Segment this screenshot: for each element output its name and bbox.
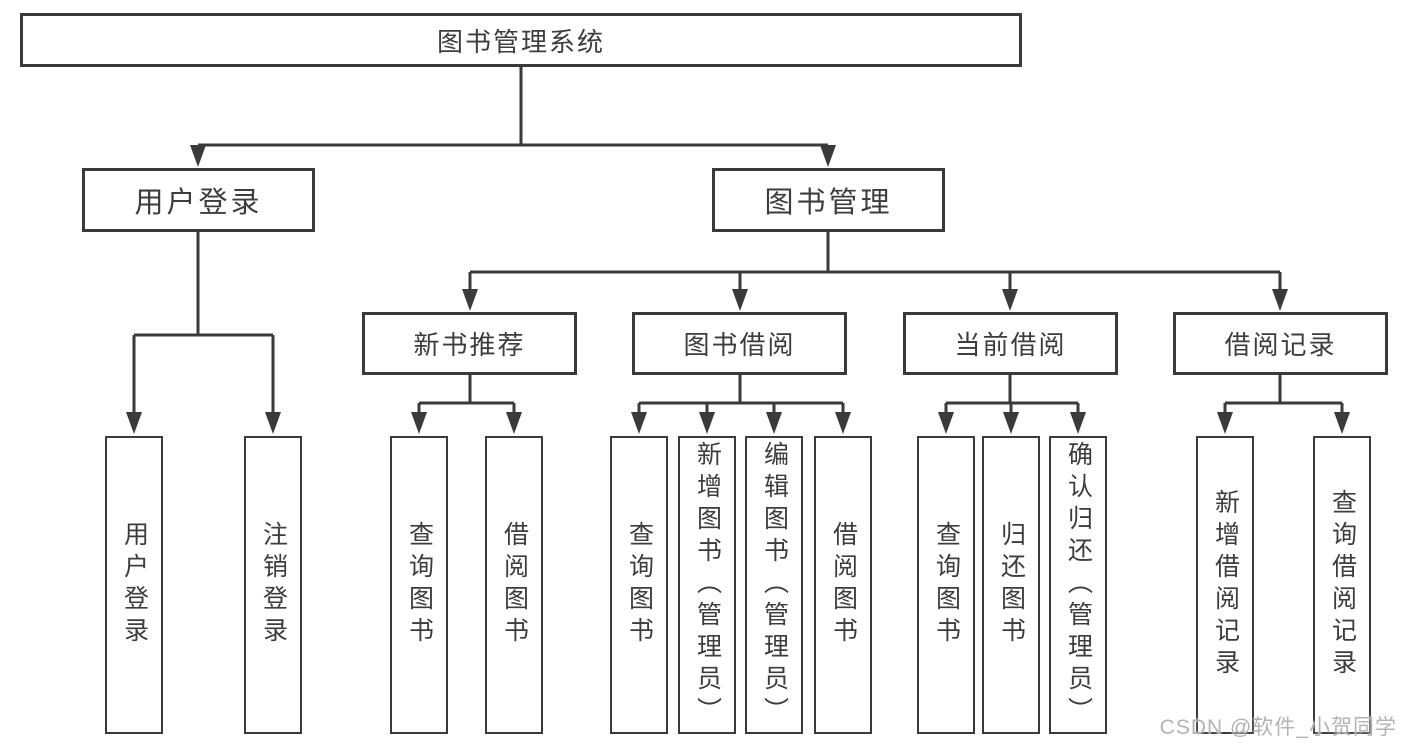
node-borrow-records: 借阅记录 <box>1173 312 1388 375</box>
leaf-borrow-borrow-books: 借阅图书 <box>814 436 872 734</box>
leaf-borrow-query-books: 查询图书 <box>610 436 668 734</box>
leaf-borrow-edit-books-admin: 编辑图书（管理员） <box>745 436 803 734</box>
node-book-borrow: 图书借阅 <box>632 312 847 375</box>
node-current-borrow: 当前借阅 <box>903 312 1118 375</box>
leaf-current-return-books: 归还图书 <box>982 436 1040 734</box>
leaf-logout-login: 注销登录 <box>244 436 302 734</box>
watermark: CSDN @软件_小贺同学 <box>1159 716 1397 739</box>
leaf-recommend-query-books: 查询图书 <box>390 436 448 734</box>
leaf-current-query-books: 查询图书 <box>917 436 975 734</box>
node-new-book-recommend: 新书推荐 <box>362 312 577 375</box>
leaf-user-login: 用户登录 <box>105 436 163 734</box>
leaf-records-query-record: 查询借阅记录 <box>1313 436 1371 734</box>
leaf-recommend-borrow-books: 借阅图书 <box>485 436 543 734</box>
leaf-borrow-add-books-admin: 新增图书（管理员） <box>678 436 736 734</box>
leaf-current-confirm-return-admin: 确认归还（管理员） <box>1049 436 1107 734</box>
node-library-system: 图书管理系统 <box>20 13 1022 67</box>
node-book-management: 图书管理 <box>712 168 945 232</box>
node-user-login: 用户登录 <box>82 168 315 232</box>
leaf-records-add-record: 新增借阅记录 <box>1196 436 1254 734</box>
